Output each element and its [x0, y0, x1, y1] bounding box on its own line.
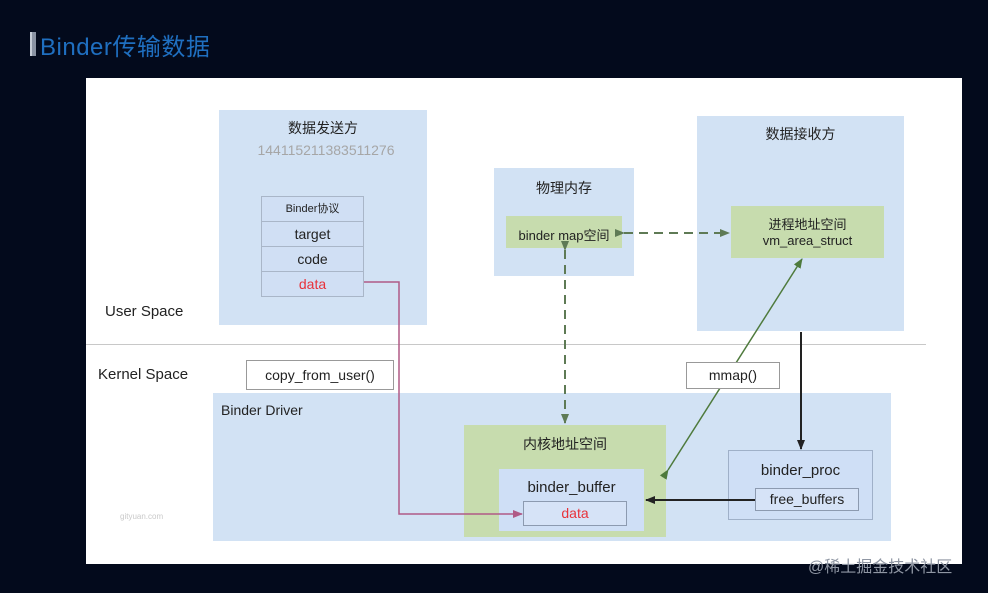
mmap-label-box: mmap() [686, 362, 780, 389]
buffer-data-box: data [523, 501, 627, 526]
protocol-row-data: data [298, 276, 327, 292]
kernel-space-label: Kernel Space [98, 366, 189, 383]
slide-title: Binder传输数据 [30, 28, 211, 61]
copy-from-user-label: copy_from_user() [265, 367, 375, 383]
free-buffers-box: free_buffers [755, 488, 859, 511]
id-watermark: 1441152113835​11276 [257, 142, 395, 158]
kernel-address-space-title: 内核地址空间 [523, 436, 607, 452]
user-kernel-divider [86, 344, 926, 345]
connector-layer [364, 229, 805, 518]
user-space-label: User Space [105, 303, 184, 320]
binder-protocol-table: Binder协议 target code data [261, 196, 364, 297]
protocol-row-target: target [262, 222, 363, 247]
binder-driver-title: Binder Driver [221, 402, 303, 418]
title-accent-bar [30, 32, 36, 56]
protocol-header: Binder协议 [262, 197, 363, 222]
binder-buffer-label: binder_buffer [527, 479, 616, 496]
site-watermark: gityuan.com [120, 512, 164, 521]
buffer-data-label: data [561, 505, 589, 521]
vm-area-struct-label: vm_area_struct [762, 233, 853, 248]
corner-watermark: @稀土掘金技术社区 [808, 559, 953, 576]
receiver-title: 数据接收方 [765, 126, 836, 142]
slide-title-text: Binder传输数据 [40, 33, 211, 61]
process-address-space [731, 206, 884, 258]
copy-from-user-arrow [364, 281, 523, 518]
protocol-row-code: code [262, 247, 363, 272]
free-buffers-label: free_buffers [769, 491, 845, 507]
sender-title: 数据发送方 [288, 120, 358, 136]
copy-from-user-label-box: copy_from_user() [246, 360, 394, 390]
process-address-space-label: 进程地址空间 [768, 217, 847, 232]
diagram-canvas: 数据发送方 Binder协议 target code data 物理内存 bin… [86, 78, 962, 564]
physical-memory-title: 物理内存 [536, 180, 592, 196]
mmap-label: mmap() [708, 367, 758, 383]
binder-map-space-label: binder map空间 [518, 228, 610, 243]
